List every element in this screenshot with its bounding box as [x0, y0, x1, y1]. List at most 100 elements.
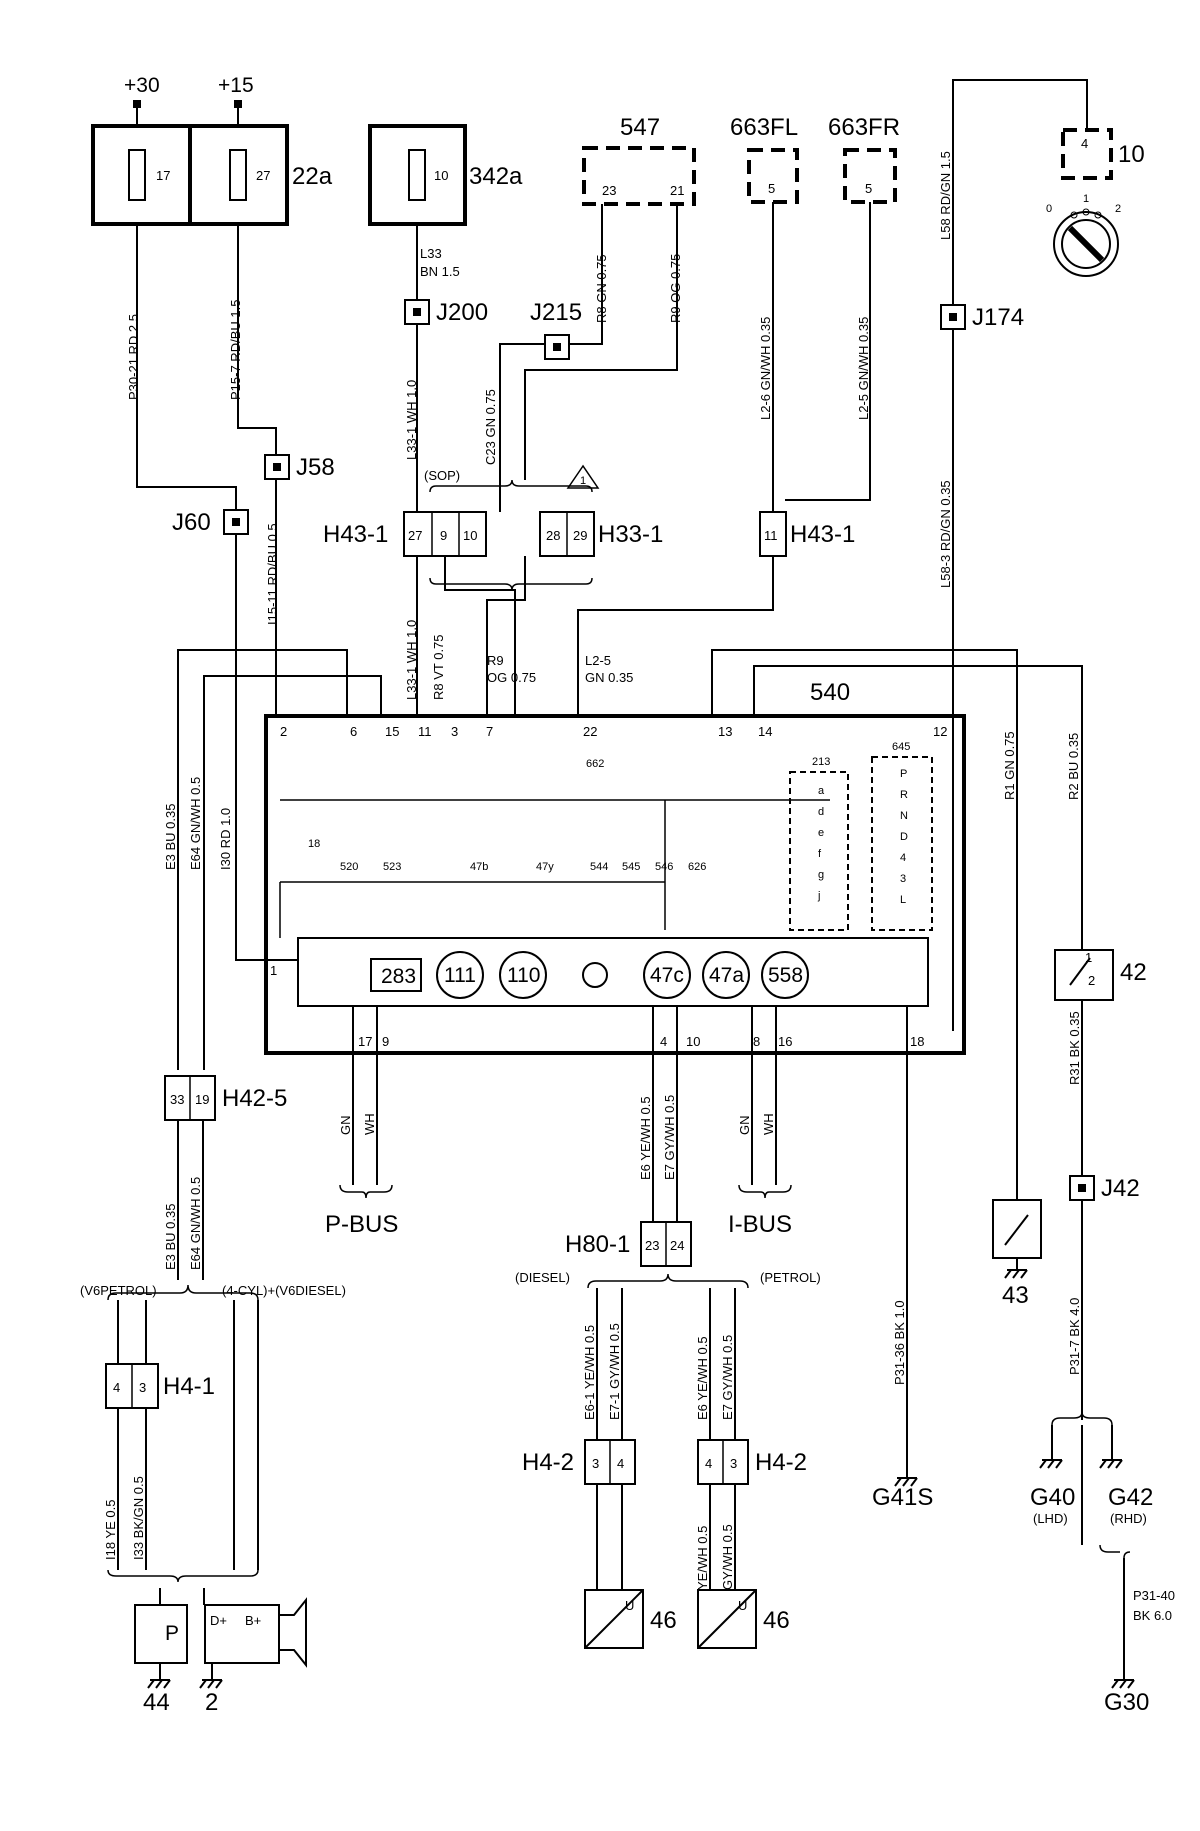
pin540-8: 8 — [753, 1034, 760, 1049]
ign-pos1: 1 — [1083, 193, 1089, 205]
wire-p31-7: P31-7 BK 4.0 — [1067, 1298, 1082, 1375]
h4-2a-label: H4-2 — [522, 1449, 574, 1476]
ibus-wh: WH — [761, 1113, 776, 1135]
component-46-diesel: U 46 — [584, 1589, 677, 1649]
g40-label: G40 — [1030, 1484, 1075, 1511]
wire-l33-1-top: L33-1 WH 1.0 — [404, 380, 419, 460]
connector-h80-1: 23 24 H80-1 — [565, 1221, 692, 1267]
ground-g42-icon — [1099, 1459, 1123, 1469]
j174-label: J174 — [972, 304, 1024, 331]
h43-1-pin9: 9 — [440, 528, 447, 543]
ign-pos2: 2 — [1115, 203, 1121, 215]
h4-1-pin4: 4 — [113, 1380, 120, 1395]
wire-e7-1: E7-1 GY/WH 0.5 — [607, 1323, 622, 1420]
pin540-7: 7 — [486, 724, 493, 739]
wire-e3-bot: E3 BU 0.35 — [163, 1204, 178, 1271]
j215-label: J215 — [530, 299, 582, 326]
c547-label: 547 — [620, 114, 660, 141]
connector-h33-1: 28 29 H33-1 — [539, 511, 663, 557]
gauge-47c: 47c — [650, 964, 684, 987]
splice-j58: J58 — [264, 454, 335, 481]
component-10: 4 10 0 1 2 — [1046, 128, 1145, 277]
diesel-label: (DIESEL) — [515, 1270, 570, 1285]
wire-p30-21: P30-21 RD 2.5 — [126, 314, 141, 400]
led-47b: 47b — [470, 861, 488, 873]
c2-label: 2 — [205, 1689, 218, 1716]
g30-label: G30 — [1104, 1689, 1149, 1716]
pbus-gn: GN — [338, 1116, 353, 1136]
c2-b: B+ — [245, 1613, 261, 1628]
ground-43-icon — [1004, 1258, 1028, 1279]
j200-label: J200 — [436, 299, 488, 326]
h42-5-pin19: 19 — [195, 1092, 209, 1107]
h42-5-pin33: 33 — [170, 1092, 184, 1107]
connector-h4-2-petrol: 4 3 H4-2 — [697, 1439, 807, 1485]
gauge-558: 558 — [768, 964, 803, 987]
c46b-u: U — [738, 1598, 747, 1613]
h43-1-pin10: 10 — [463, 528, 477, 543]
pin540-4: 4 — [660, 1034, 667, 1049]
pin540-11: 11 — [418, 724, 432, 739]
pbus-wh: WH — [362, 1113, 377, 1135]
p-bus-label: P-BUS — [325, 1211, 398, 1238]
pin540-9: 9 — [382, 1034, 389, 1049]
h33-1-pin28: 28 — [546, 528, 560, 543]
led645-3: 3 — [900, 873, 906, 885]
led213-g: g — [818, 869, 824, 881]
pin540-15: 15 — [385, 724, 399, 739]
wire-c23: C23 GN 0.75 — [483, 389, 498, 465]
wire-r1: R1 GN 0.75 — [1002, 731, 1017, 800]
gauge-110: 110 — [507, 964, 540, 987]
sop-annotation: (SOP) 1 — [424, 464, 600, 591]
h4-2b-label: H4-2 — [755, 1449, 807, 1476]
wire-r2: R2 BU 0.35 — [1066, 733, 1081, 800]
h4-1-pin3: 3 — [139, 1380, 146, 1395]
fuse-10: 10 — [434, 168, 448, 183]
fusebox-342a: 10 342a — [368, 124, 523, 226]
h80-1-label: H80-1 — [565, 1231, 630, 1258]
gauge-47a: 47a — [709, 964, 744, 987]
wire-i30: I30 RD 1.0 — [218, 808, 233, 870]
c10-label: 10 — [1118, 141, 1145, 168]
component-547: 547 23 21 — [582, 114, 696, 206]
plus15-label: +15 — [218, 74, 254, 97]
pin540-3: 3 — [451, 724, 458, 739]
led-523: 523 — [383, 861, 401, 873]
wire-p31-40b: BK 6.0 — [1133, 1608, 1172, 1623]
speaker-icon — [278, 1597, 307, 1668]
ground-g41s: G41S — [872, 1477, 933, 1511]
h42-5-label: H42-5 — [222, 1085, 287, 1112]
splice-j42: J42 — [1069, 1175, 1140, 1202]
ignition-switch-icon: 0 1 2 — [1046, 193, 1121, 277]
lower-wires: GN WH P-BUS E6 YE/WH 0.5 E7 GY/WH 0.5 GN… — [325, 1006, 908, 1478]
pin540-2: 2 — [280, 724, 287, 739]
g41s-label: G41S — [872, 1484, 933, 1511]
c42-pin2: 2 — [1088, 973, 1095, 988]
h33-1-label: H33-1 — [598, 521, 663, 548]
wire-p31-40: P31-40 — [1133, 1588, 1175, 1603]
c44-label: 44 — [143, 1689, 170, 1716]
led213-f: f — [818, 848, 822, 860]
ground-2-icon — [199, 1663, 223, 1689]
splice-j174: J174 — [940, 304, 1024, 331]
pin540-22: 22 — [583, 724, 597, 739]
gauge-283: 283 — [381, 965, 416, 988]
wire-i15-11: I15-11 RD/BU 0.5 — [265, 523, 280, 625]
wire-e64-top: E64 GN/WH 0.5 — [188, 777, 203, 870]
c663fr-label: 663FR — [828, 114, 900, 141]
ibus-gn: GN — [737, 1116, 752, 1136]
group-645: 645 — [892, 741, 910, 753]
j58-label: J58 — [296, 454, 335, 481]
pin540-13: 13 — [718, 724, 732, 739]
sop-label: (SOP) — [424, 468, 460, 483]
wire-r8-top: R8 GN 0.75 — [594, 254, 609, 323]
led213-e: e — [818, 827, 824, 839]
pin540-10: 10 — [686, 1034, 700, 1049]
h4-2a-pin3: 3 — [592, 1456, 599, 1471]
ground-g41s-icon — [894, 1477, 918, 1487]
led-47y: 47y — [536, 861, 554, 873]
wire-l2-5-gn: GN 0.35 — [585, 670, 633, 685]
h4-2a-pin4: 4 — [617, 1456, 624, 1471]
component-44: P 44 — [134, 1588, 188, 1716]
